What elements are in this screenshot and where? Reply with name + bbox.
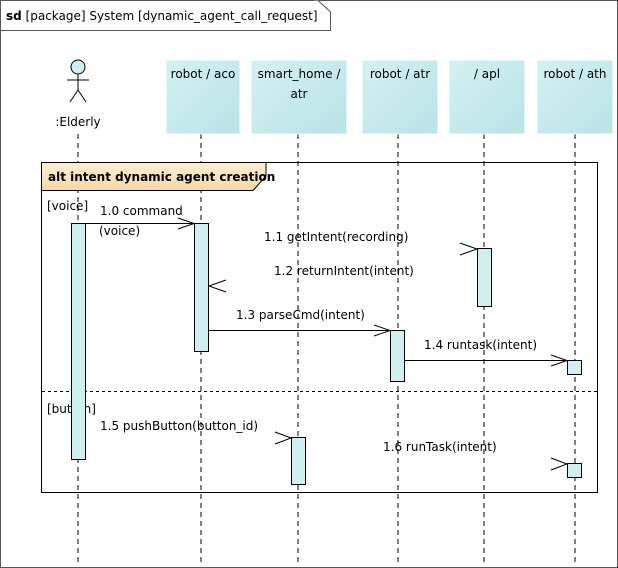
message-1-1-label: 1.1 getIntent(recording) bbox=[264, 230, 408, 244]
activation-bars bbox=[71, 223, 582, 485]
lifeline-aco: robot / aco bbox=[165, 59, 241, 135]
sd-frame-tab bbox=[0, 0, 331, 31]
guard-voice: [voice] bbox=[47, 199, 88, 213]
message-1-5-label: 1.5 pushButton(button_id) bbox=[100, 419, 258, 433]
message-1-4-label: 1.4 runtask(intent) bbox=[424, 338, 537, 352]
alt-fragment-label-tab bbox=[41, 162, 267, 191]
activation-ath-2 bbox=[567, 463, 582, 478]
message-labels: 1.0 command (voice) 1.1 getIntent(record… bbox=[99, 204, 537, 454]
message-1-6-label: 1.6 runTask(intent) bbox=[383, 440, 497, 454]
lifeline-atr: robot / atr bbox=[361, 59, 439, 135]
lifeline-atr-label: robot / atr bbox=[370, 67, 430, 81]
lifeline-smart-home-label-2: atr bbox=[291, 87, 308, 101]
message-1-2-label: 1.2 returnIntent(intent) bbox=[274, 264, 414, 278]
lifeline-apl: / apl bbox=[448, 59, 526, 135]
lifeline-smart-home-label-1: smart_home / bbox=[258, 67, 342, 81]
lifeline-smart-home-atr: smart_home / atr bbox=[250, 59, 348, 135]
lifeline-ath: robot / ath bbox=[536, 59, 614, 135]
alt-fragment-frame bbox=[41, 162, 598, 493]
sd-frame-label: sd [package] System [dynamic_agent_call_… bbox=[6, 9, 318, 23]
lifeline-heads: robot / aco smart_home / atr robot / atr… bbox=[165, 59, 614, 135]
message-1-0-arrowhead bbox=[177, 217, 196, 230]
activation-aco bbox=[194, 223, 209, 352]
message-1-3-label: 1.3 parseCmd(intent) bbox=[236, 308, 365, 322]
message-1-6-arrowhead bbox=[550, 457, 569, 471]
activation-ath-1 bbox=[567, 360, 582, 375]
message-1-2-arrowhead bbox=[207, 279, 227, 293]
message-1-5-arrowhead bbox=[274, 431, 293, 445]
actor-label: :Elderly bbox=[55, 115, 100, 129]
activation-smart-home bbox=[291, 437, 306, 485]
lifeline-apl-label: / apl bbox=[474, 67, 500, 81]
alt-fragment: alt intent dynamic agent creation [voice… bbox=[41, 162, 598, 493]
message-1-3-arrowhead bbox=[373, 324, 392, 337]
activation-apl bbox=[477, 248, 492, 307]
actor-elderly: :Elderly bbox=[55, 59, 101, 129]
message-1-4-arrowhead bbox=[550, 354, 569, 367]
lifeline-aco-label: robot / aco bbox=[171, 67, 236, 81]
lifeline-ath-label: robot / ath bbox=[543, 67, 606, 81]
messages bbox=[86, 217, 569, 471]
activation-actor bbox=[71, 223, 86, 460]
message-1-0-label-2: (voice) bbox=[99, 224, 140, 238]
alt-fragment-label: alt intent dynamic agent creation bbox=[48, 170, 275, 184]
activation-atr bbox=[390, 330, 405, 382]
actor-stick-figure-icon bbox=[67, 59, 89, 103]
message-1-0-label-1: 1.0 command bbox=[100, 204, 183, 218]
message-1-1-arrowhead bbox=[459, 242, 479, 256]
